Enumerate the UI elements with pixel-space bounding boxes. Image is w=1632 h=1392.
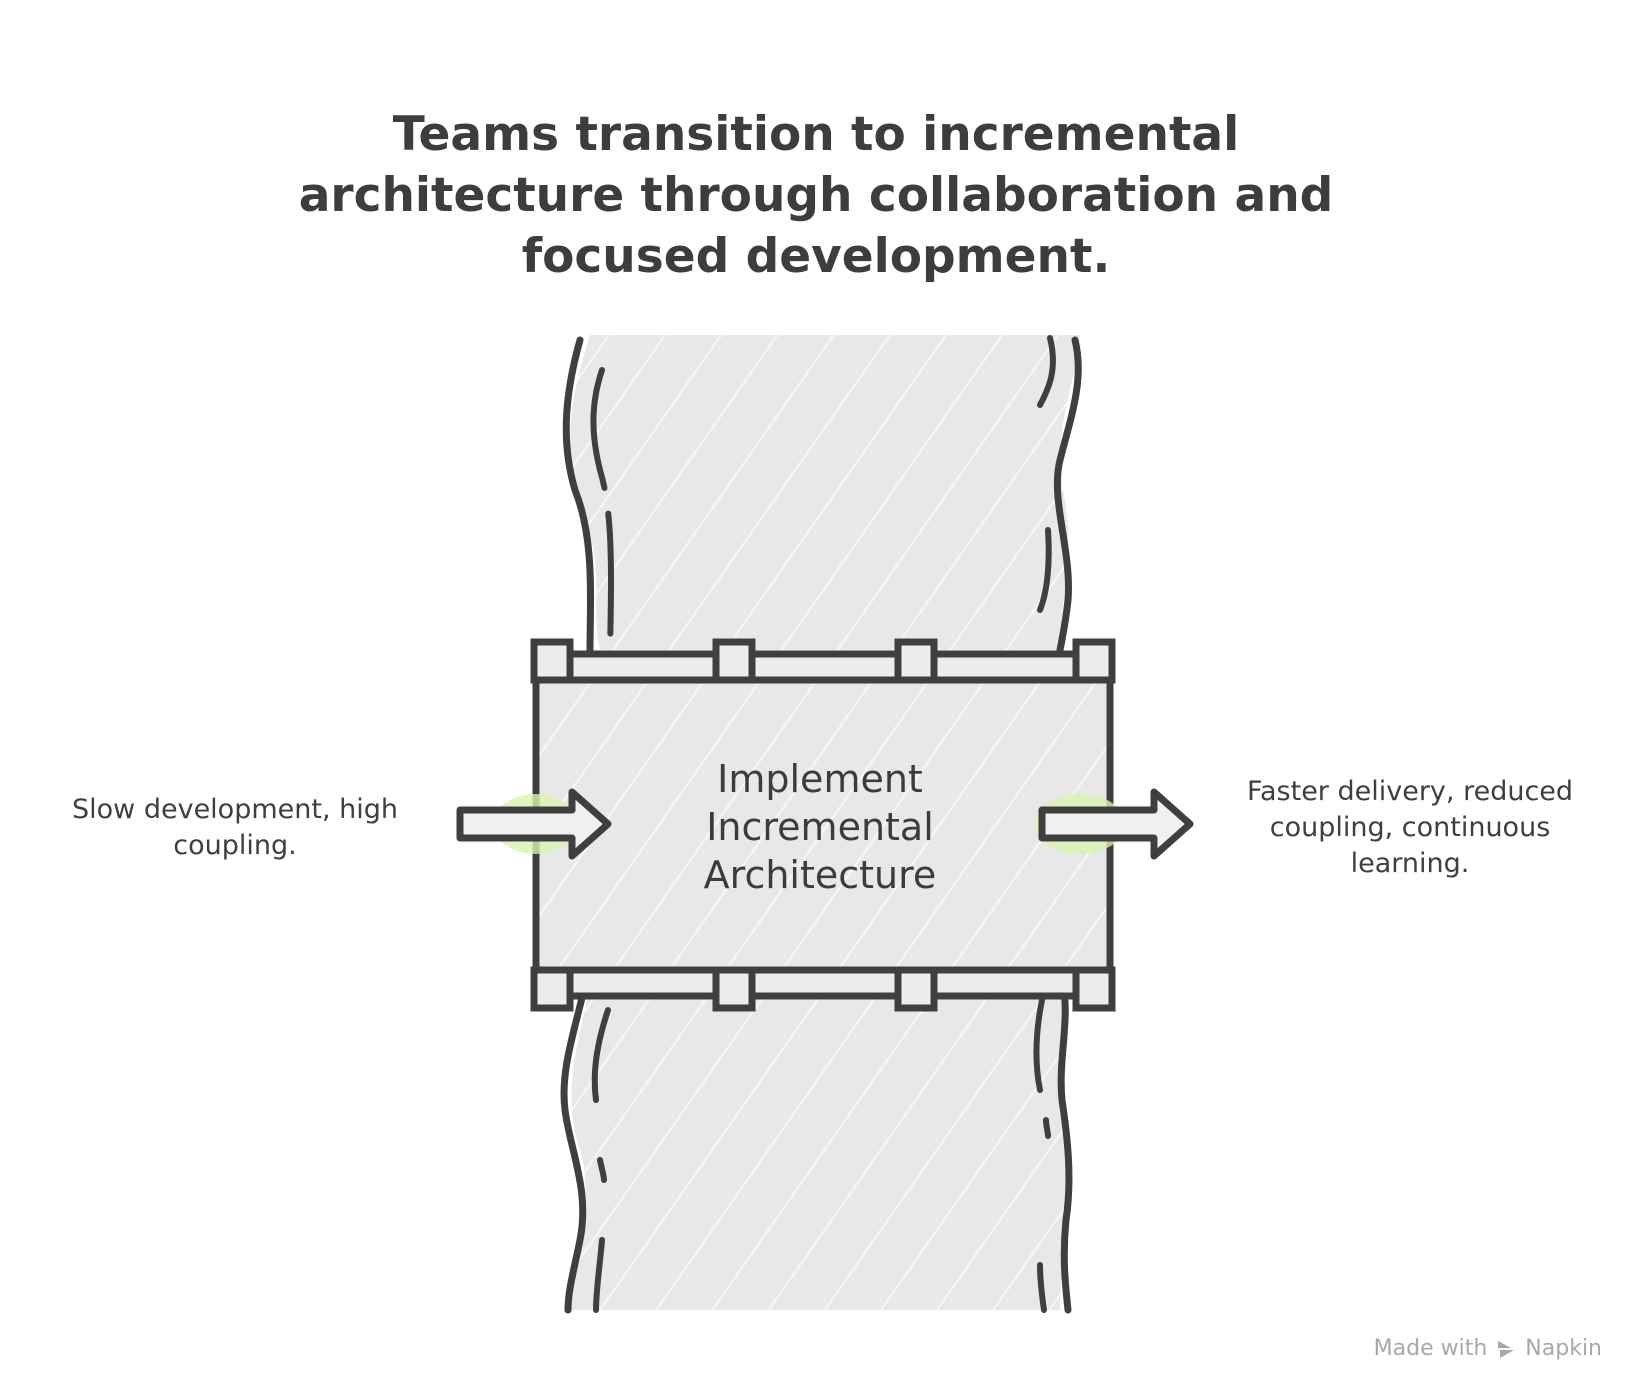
title-line-3: focused development. bbox=[521, 229, 1111, 284]
bridge-label: Implement Incremental Architecture bbox=[600, 755, 1040, 899]
right-arrow-icon bbox=[456, 788, 612, 860]
title-line-2: architecture through collaboration and bbox=[298, 168, 1334, 223]
river-bank-top-left-inner bbox=[590, 367, 614, 653]
bridge-label-line-1: Implement bbox=[717, 757, 923, 801]
made-with-napkin-badge[interactable]: Made with Napkin bbox=[1374, 1336, 1602, 1361]
river-bottom bbox=[560, 981, 1073, 1314]
bridge-post bbox=[712, 966, 756, 1012]
napkin-logo-icon bbox=[1498, 1340, 1515, 1358]
river-top bbox=[562, 335, 1082, 654]
river-bank-bottom-left-inner bbox=[591, 1007, 611, 1313]
napkin-brand-text: Napkin bbox=[1525, 1336, 1602, 1361]
bridge-rail-bottom bbox=[530, 966, 1116, 1000]
bridge-post bbox=[712, 638, 756, 684]
bridge-post bbox=[530, 966, 574, 1012]
river-bank-top-right bbox=[1053, 336, 1082, 654]
input-label-line-1: Slow development, high bbox=[72, 794, 398, 825]
bridge-post bbox=[894, 638, 938, 684]
river-bank-top-right-inner bbox=[1037, 335, 1056, 613]
output-label-line-2: coupling, continuous bbox=[1269, 812, 1551, 843]
bridge bbox=[530, 638, 1116, 1012]
bridge-label-line-3: Architecture bbox=[703, 853, 937, 897]
river-bank-bottom-left bbox=[560, 981, 589, 1314]
bridge-post bbox=[894, 966, 938, 1012]
output-label-line-1: Faster delivery, reduced bbox=[1246, 776, 1574, 807]
output-label-line-3: learning. bbox=[1350, 848, 1470, 879]
output-label: Faster delivery, reduced coupling, conti… bbox=[1200, 774, 1620, 882]
input-label: Slow development, high coupling. bbox=[40, 792, 430, 864]
river-bank-bottom-right bbox=[1057, 981, 1073, 1314]
river-bank-top-left bbox=[562, 336, 595, 654]
input-label-line-2: coupling. bbox=[173, 830, 297, 861]
river-bank-bottom-right-inner bbox=[1033, 997, 1051, 1313]
diagram-title: Teams transition to incremental architec… bbox=[200, 104, 1432, 287]
bridge-post bbox=[530, 638, 574, 684]
title-line-1: Teams transition to incremental bbox=[392, 107, 1240, 162]
bridge-rail-top bbox=[530, 650, 1116, 684]
bridge-label-line-2: Incremental bbox=[706, 805, 934, 849]
bridge-post bbox=[1072, 638, 1116, 684]
made-with-text: Made with bbox=[1373, 1336, 1488, 1361]
right-arrow-icon bbox=[1035, 788, 1194, 860]
bridge-post bbox=[1072, 966, 1116, 1012]
